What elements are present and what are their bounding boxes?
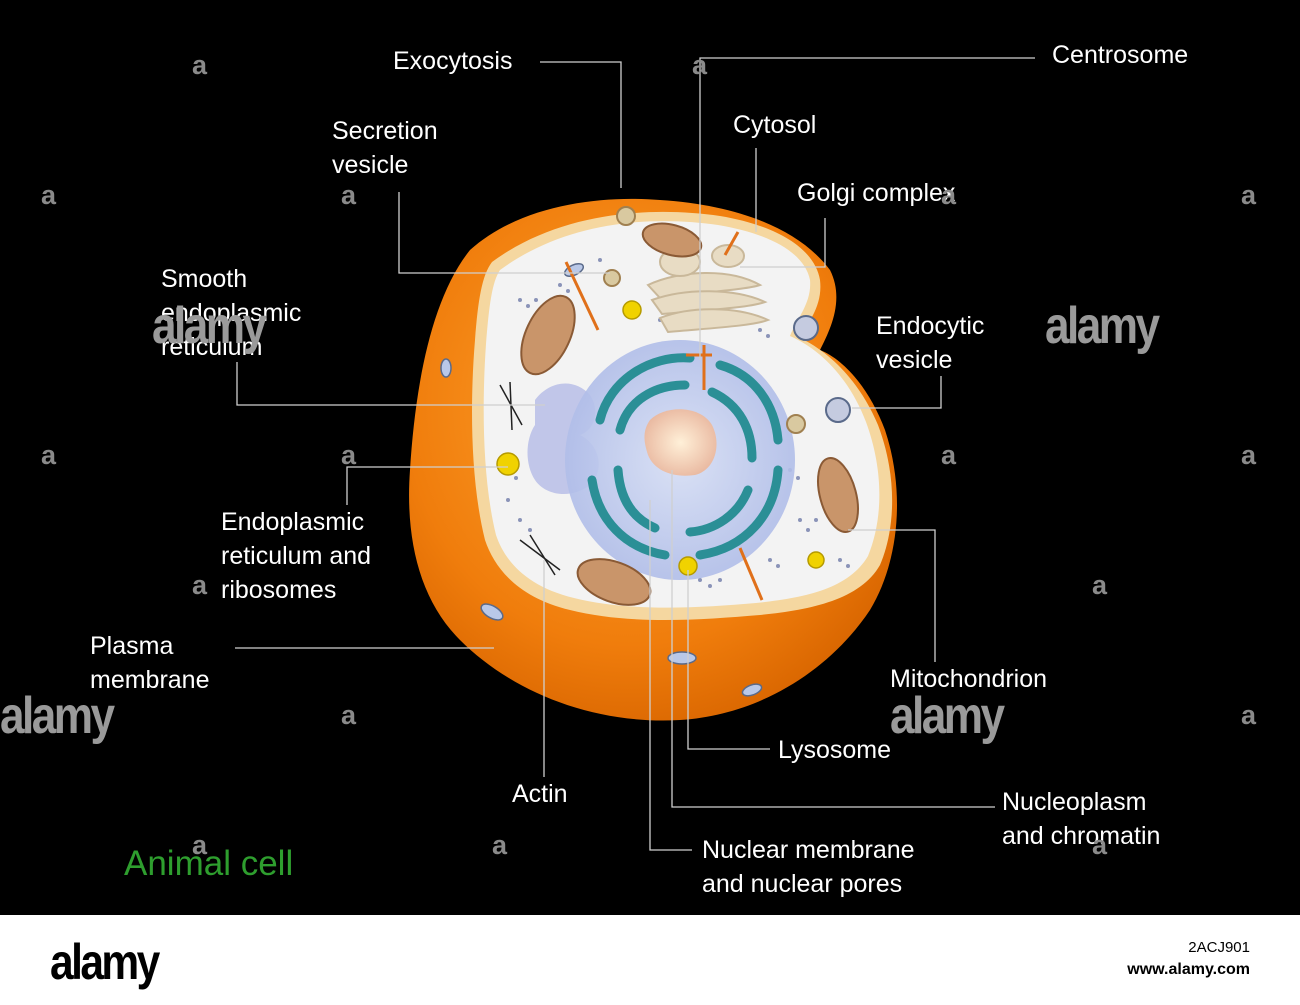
mitochondria (520, 222, 859, 606)
leader-er-ribosomes (346, 466, 508, 505)
watermark-a: a (941, 440, 957, 470)
nucleolus (644, 409, 717, 476)
leader-lines (235, 57, 1035, 851)
label-actin: Actin (512, 780, 568, 808)
watermark-a: a (1241, 180, 1257, 210)
footer-image-id: 2ACJ901 (1188, 939, 1250, 956)
label-cytosol: Cytosol (733, 111, 817, 139)
watermark-a: a (941, 180, 957, 210)
watermark-a: a (341, 700, 357, 730)
leader-nuclear-membrane (649, 500, 692, 851)
watermark-a: a (192, 830, 208, 860)
label-lysosome: Lysosome (778, 736, 892, 764)
label-golgi-complex: Golgi complex (797, 179, 956, 207)
watermark-alamy: alamy (1045, 297, 1160, 355)
watermark-a: a (192, 50, 208, 80)
leader-endocytic (852, 376, 942, 409)
leader-golgi (740, 218, 826, 268)
watermark-alamy: alamy (890, 687, 1005, 745)
watermark-a: a (692, 50, 708, 80)
footer-url[interactable]: www.alamy.com (1127, 961, 1250, 978)
leader-exocytosis (540, 61, 622, 188)
ribosome-dots (506, 258, 850, 588)
label-endocytic-vesicle: Endocytic vesicle (876, 312, 985, 374)
leader-nucleoplasm (671, 470, 995, 808)
leader-mitochondrion (848, 529, 936, 662)
label-plasma-membrane: Plasma membrane (90, 632, 210, 694)
label-nucleoplasm-chromatin: Nucleoplasm and chromatin (1002, 788, 1161, 850)
watermark-a: a (1241, 440, 1257, 470)
footer-bar: alamy 2ACJ901 www.alamy.com (0, 915, 1300, 1005)
leader-lysosome (687, 570, 770, 750)
watermark-alamy: alamy (152, 297, 267, 355)
label-nuclear-membrane-pores: Nuclear membrane and nuclear pores (702, 836, 915, 898)
label-smooth-er: Smooth endoplasmic reticulum (161, 265, 302, 361)
footer-logo: alamy (50, 934, 160, 990)
watermark-a: a (41, 440, 57, 470)
watermark-a: a (341, 440, 357, 470)
label-mitochondrion: Mitochondrion (890, 665, 1048, 693)
golgi-complex (646, 244, 771, 334)
label-secretion-vesicle: Secretion vesicle (332, 117, 438, 179)
label-exocytosis: Exocytosis (393, 47, 513, 75)
nuclear-membrane (587, 353, 783, 560)
watermark-a: a (192, 570, 208, 600)
leader-secretion (398, 192, 610, 274)
watermark-a: a (1241, 700, 1257, 730)
watermark-alamy: alamy (0, 687, 115, 745)
vesicles (603, 206, 806, 434)
label-centrosome: Centrosome (1052, 41, 1189, 69)
watermark-a: a (1092, 570, 1108, 600)
label-er-ribosomes: Endoplasmic reticulum and ribosomes (221, 508, 372, 604)
watermark-a: a (341, 180, 357, 210)
leader-centrosome (699, 57, 1035, 360)
leader-smooth-er (236, 362, 545, 406)
caption-animal-cell: Animal cell (124, 844, 294, 883)
endocytic-pits (793, 315, 851, 423)
watermark-a: a (1092, 830, 1108, 860)
watermark-a: a (492, 830, 508, 860)
lysosomes (496, 300, 825, 576)
watermark-a: a (41, 180, 57, 210)
